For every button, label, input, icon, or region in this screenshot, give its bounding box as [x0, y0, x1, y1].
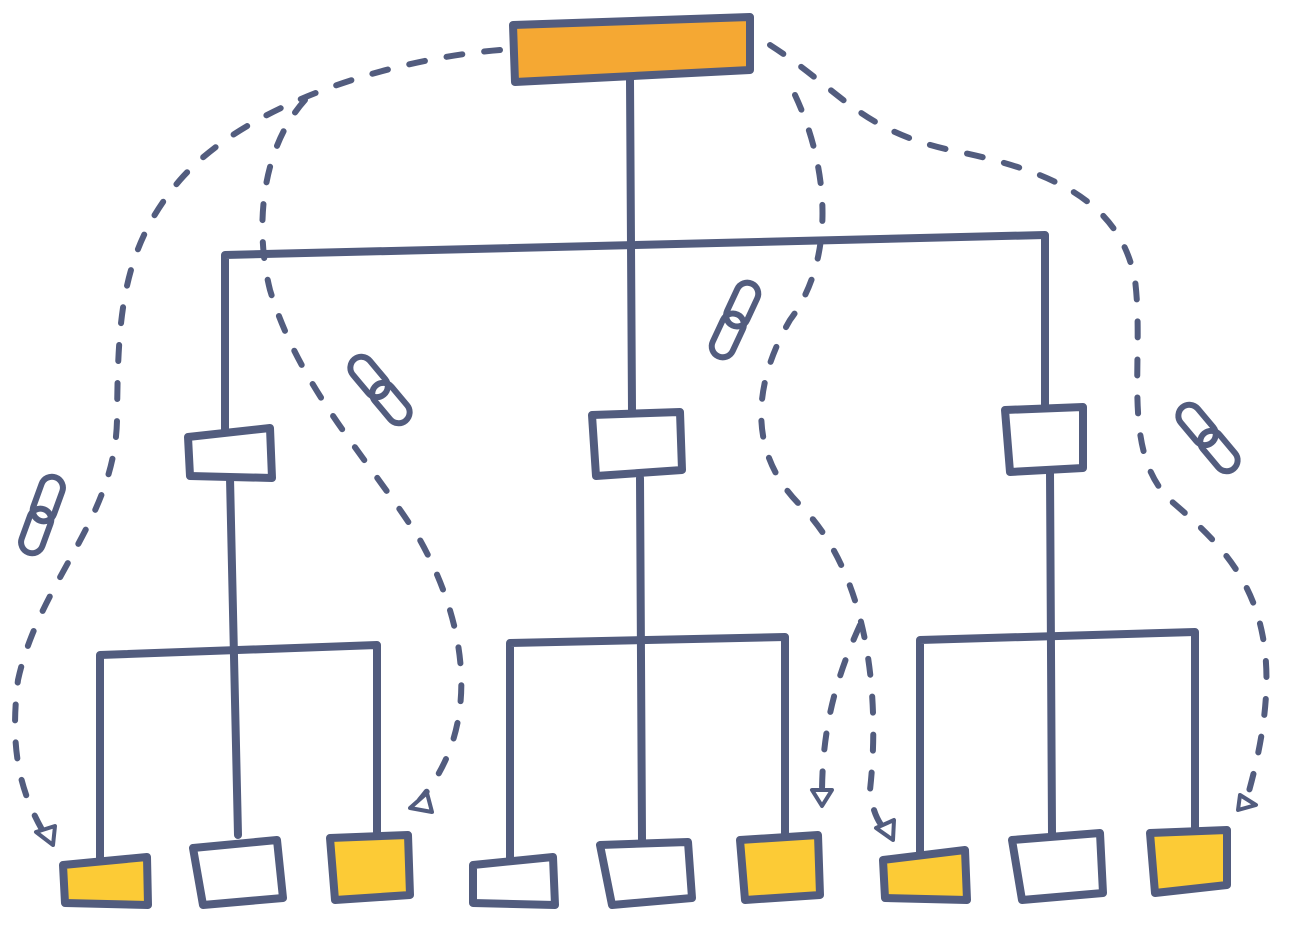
root-node	[509, 13, 754, 86]
leaf-node	[1008, 829, 1107, 904]
leaf-node-highlighted	[879, 846, 971, 904]
leaf-node-highlighted	[326, 831, 414, 904]
leaf-node-highlighted	[736, 831, 824, 904]
dashed-links	[12, 42, 1270, 847]
dashed-link	[758, 92, 888, 833]
chain-link-ring	[1175, 401, 1219, 449]
chain-link-icon	[1175, 401, 1241, 475]
leaf-node	[189, 836, 287, 909]
chain-link-icon	[347, 353, 413, 427]
branch-connector	[636, 474, 646, 844]
leaf-node	[596, 838, 696, 909]
level1-bar	[221, 231, 1049, 434]
branch-node	[588, 408, 686, 480]
arrow-head-icon	[810, 788, 834, 808]
tree-structure	[59, 13, 1231, 909]
branch-node	[184, 424, 276, 482]
dashed-link	[819, 622, 863, 798]
arrow-head-icon	[408, 791, 434, 814]
chain-link-ring	[1197, 427, 1241, 475]
chain-link-ring	[347, 353, 391, 401]
chain-link-icon	[18, 473, 66, 557]
branch-connector	[1046, 468, 1056, 837]
chain-link-icon	[708, 279, 762, 361]
dashed-link	[259, 97, 465, 803]
chain-link-ring	[369, 379, 413, 427]
level2-bar	[96, 641, 381, 864]
leaf-node	[469, 853, 559, 909]
chain-link-ring	[18, 505, 55, 557]
leaf-node-highlighted	[59, 853, 152, 909]
chain-link-ring	[708, 310, 747, 361]
dashed-link	[12, 47, 503, 838]
leaf-node-highlighted	[1146, 826, 1231, 897]
branch-connector	[226, 474, 242, 839]
dashed-link	[767, 42, 1270, 808]
branch-node	[1001, 403, 1087, 476]
arrow-head-icon	[1236, 793, 1258, 812]
link-icons	[18, 279, 1241, 557]
arrow-head-icon	[874, 818, 896, 842]
arrow-head-icon	[34, 824, 57, 847]
level2-bar	[916, 628, 1199, 861]
level2-bar	[506, 633, 789, 864]
